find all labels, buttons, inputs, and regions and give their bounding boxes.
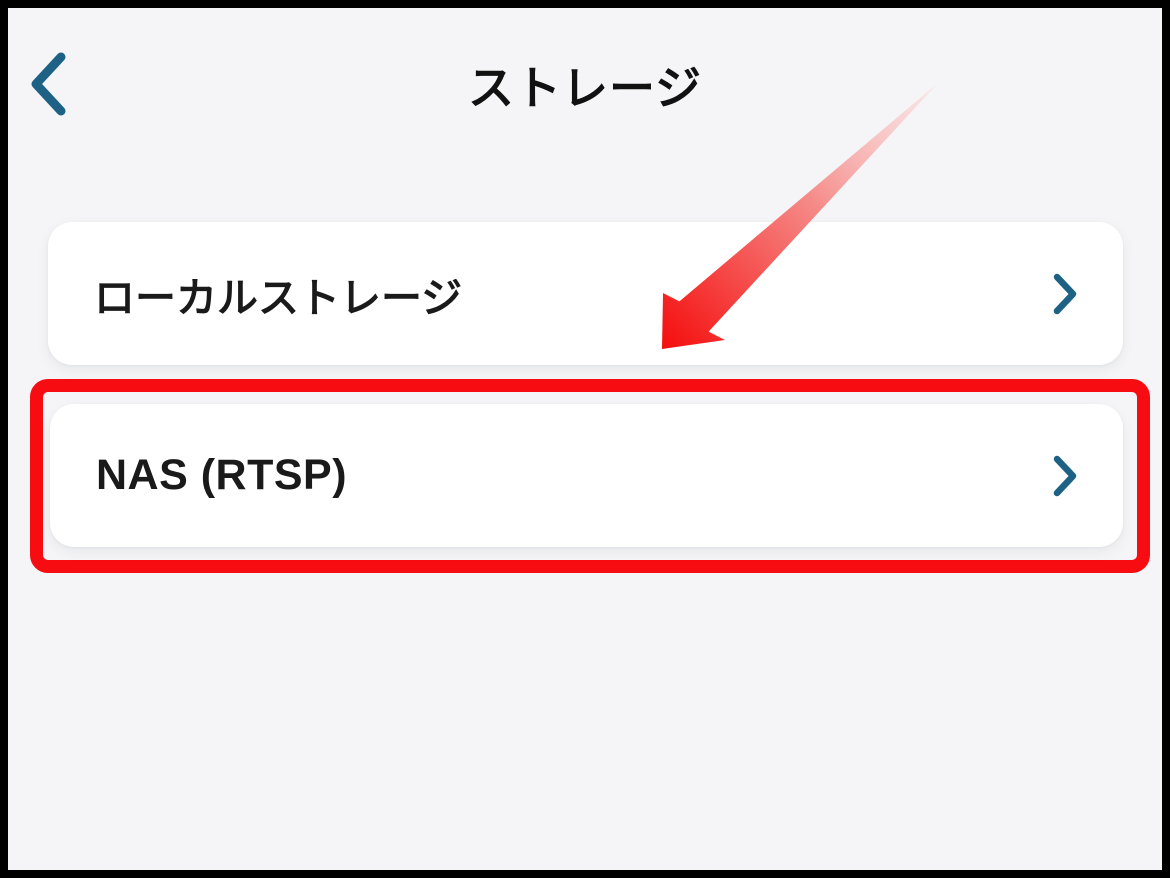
list-item-nas-rtsp[interactable]: NAS (RTSP) — [50, 404, 1123, 547]
chevron-right-icon — [1049, 271, 1079, 317]
chevron-right-icon — [1049, 453, 1079, 499]
back-button[interactable] — [20, 46, 76, 122]
list-item-label: NAS (RTSP) — [96, 451, 348, 499]
page-title: ストレージ — [467, 62, 703, 114]
list-item-local-storage[interactable]: ローカルストレージ — [48, 222, 1123, 365]
chevron-right-glyph — [1053, 273, 1077, 314]
chevron-left-glyph — [31, 52, 66, 116]
list-item-label: ローカルストレージ — [94, 274, 463, 321]
chevron-right-glyph — [1053, 455, 1077, 496]
chevron-left-icon — [31, 52, 66, 116]
